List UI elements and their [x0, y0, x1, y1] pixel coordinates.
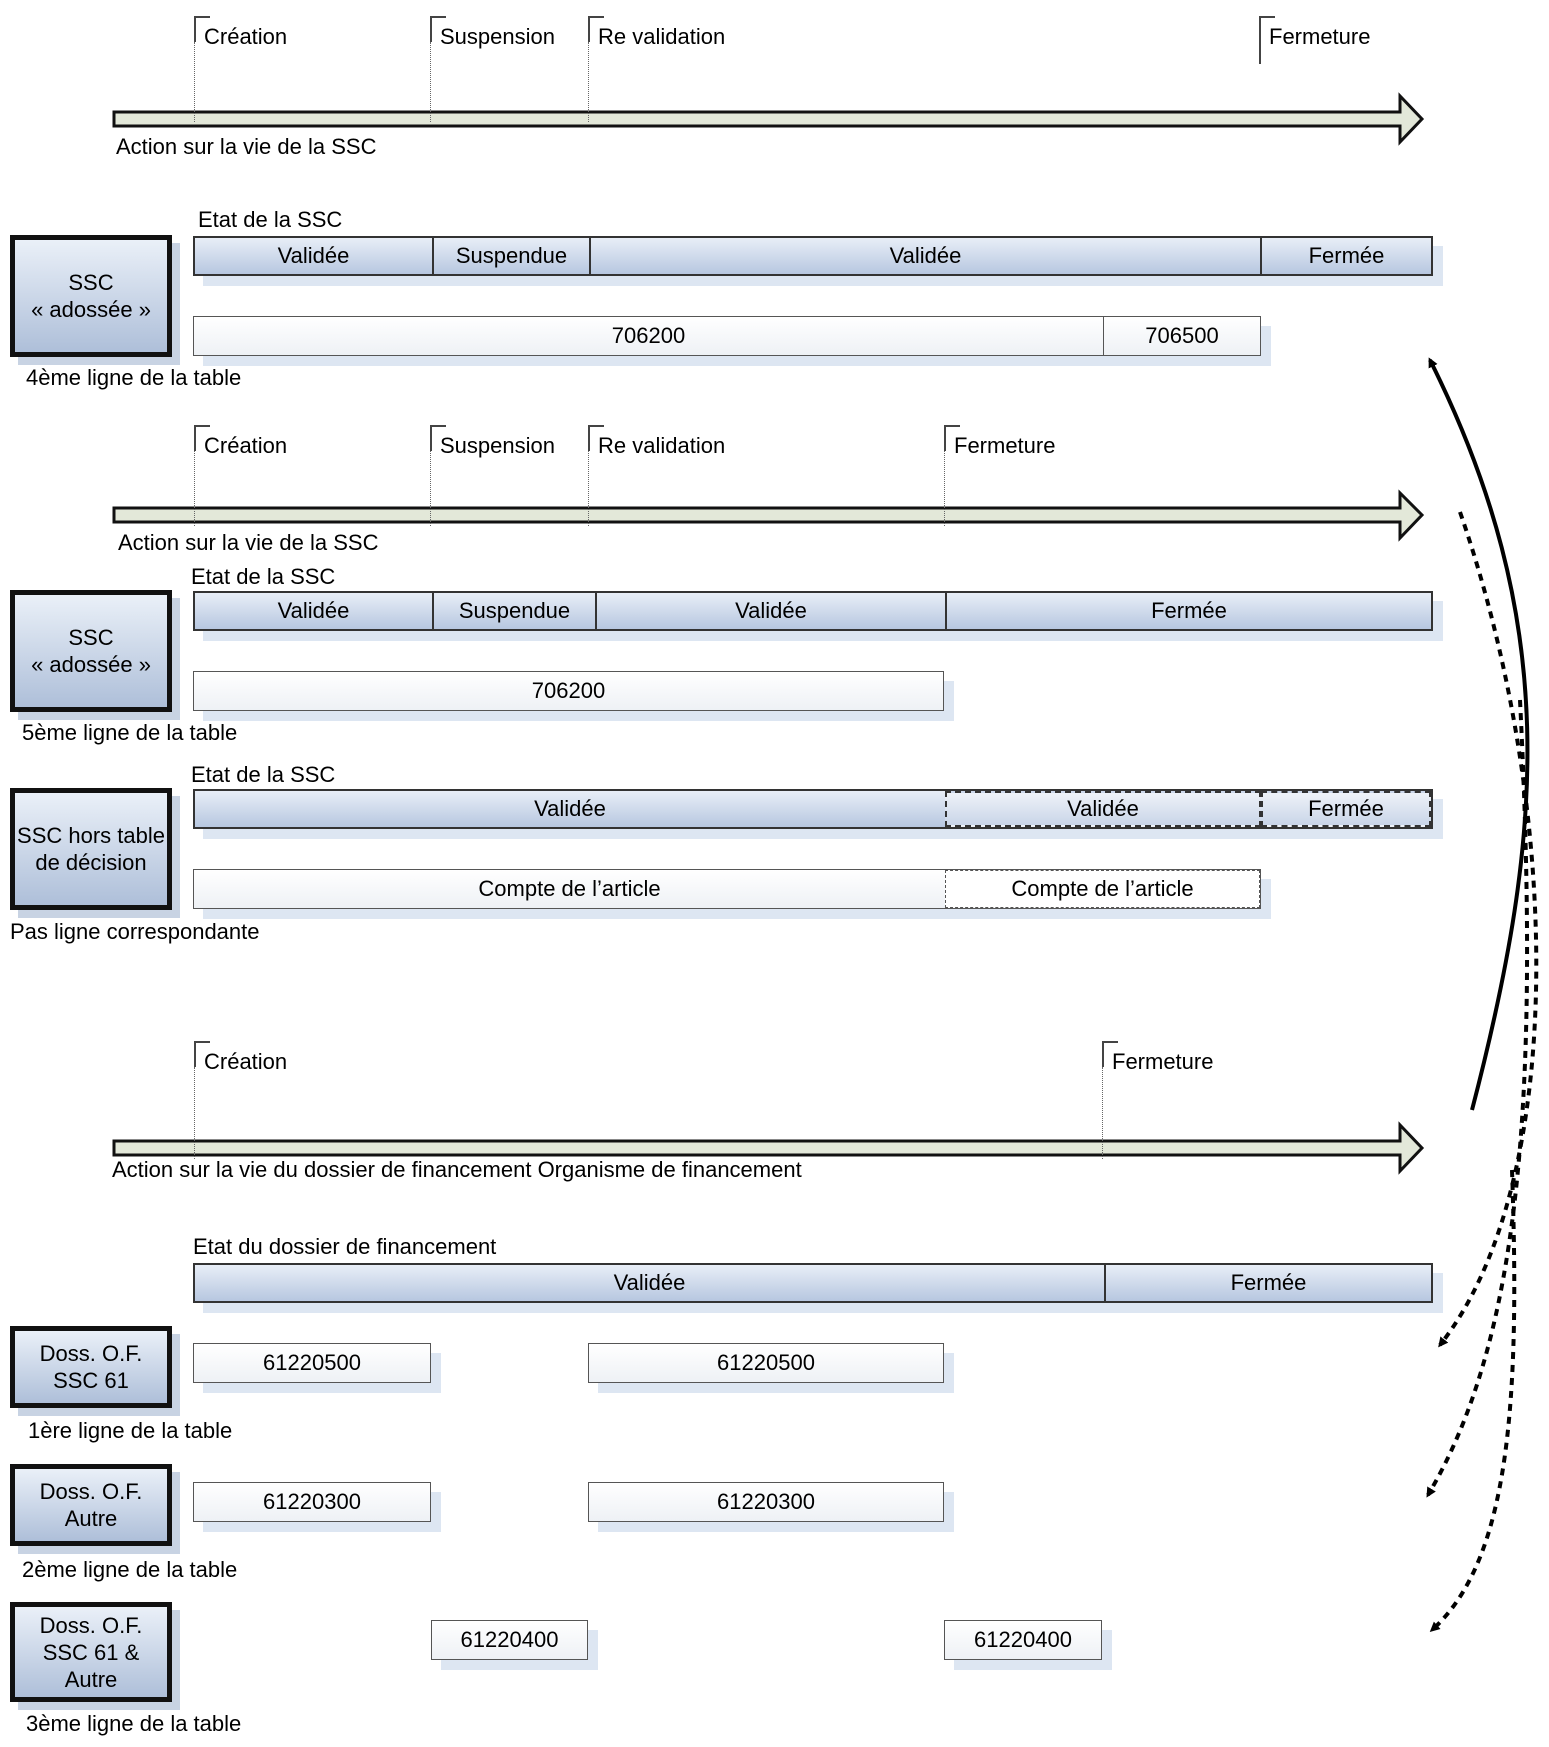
state-segment: Fermée — [945, 593, 1431, 629]
state-segment: Fermée — [1104, 1265, 1431, 1301]
account-segment: 61220400 — [974, 1627, 1072, 1652]
state-segment-projected: Fermée — [1261, 791, 1431, 827]
account-segment: 61220400 — [460, 1627, 559, 1652]
account-segment: 61220300 — [263, 1489, 361, 1514]
state-bar: Validée Suspendue Validée Fermée — [193, 591, 1433, 631]
account-bar: 706200 706500 — [193, 316, 1261, 356]
state-segment-projected: Validée — [945, 791, 1261, 827]
entity-doss-of-ssc61: Doss. O.F.SSC 61 — [10, 1326, 172, 1408]
account-segment: 61220500 — [263, 1350, 361, 1375]
state-segment: Validée — [595, 593, 945, 629]
state-title: Etat de la SSC — [191, 762, 336, 787]
dotted-link-arrow-3 — [1429, 1169, 1517, 1633]
entity-doss-of-ssc61-autre: Doss. O.F.SSC 61 &Autre — [10, 1602, 172, 1702]
state-segment: Validée — [534, 796, 606, 821]
state-segment: Suspendue — [432, 238, 589, 274]
timeline-arrow-3 — [112, 1121, 1425, 1175]
account-bar: 61220300 — [588, 1482, 944, 1522]
entity-doss-of-autre: Doss. O.F.Autre — [10, 1464, 172, 1546]
state-title: Etat de la SSC — [198, 207, 343, 232]
account-segment: 61220500 — [717, 1350, 815, 1375]
timeline-caption: Action sur la vie de la SSC — [118, 530, 379, 555]
state-bar: Validée Suspendue Validée Fermée — [193, 236, 1433, 276]
account-segment: 706500 — [1103, 317, 1260, 355]
account-segment-projected: Compte de l’article — [945, 870, 1260, 908]
account-segment: Compte de l’article — [478, 876, 661, 901]
state-segment: Validée — [277, 243, 350, 268]
dotted-link-arrow-1 — [1438, 511, 1539, 1348]
account-bar: 61220500 — [588, 1343, 944, 1383]
row-note: 1ère ligne de la table — [28, 1418, 233, 1443]
account-bar: 61220400 — [431, 1620, 588, 1660]
account-bar: Compte de l’article Compte de l’article — [193, 869, 1261, 909]
state-segment: Suspendue — [432, 593, 595, 629]
row-note: 2ème ligne de la table — [22, 1557, 238, 1582]
solid-link-arrow — [1428, 357, 1530, 1111]
state-bar: Validée Validée Fermée — [193, 789, 1433, 829]
account-bar: 61220400 — [944, 1620, 1102, 1660]
dotted-link-arrow-2 — [1426, 699, 1530, 1498]
account-segment: 706200 — [531, 678, 606, 703]
state-bar: Validée Fermée — [193, 1263, 1433, 1303]
account-segment: 61220300 — [717, 1489, 815, 1514]
entity-ssc-adossee: SSC« adossée » — [10, 235, 172, 357]
state-segment: Validée — [277, 598, 350, 623]
timeline-arrow-2 — [112, 489, 1425, 542]
timeline-arrow-1 — [112, 92, 1425, 146]
entity-ssc-adossee: SSC« adossée » — [10, 590, 172, 712]
row-note: 3ème ligne de la table — [26, 1711, 242, 1736]
state-title: Etat du dossier de financement — [193, 1234, 497, 1259]
state-segment: Validée — [589, 238, 1260, 274]
row-note: 4ème ligne de la table — [26, 365, 242, 390]
row-note: Pas ligne correspondante — [10, 919, 260, 944]
account-segment: 706200 — [611, 323, 686, 348]
account-bar: 706200 — [193, 671, 944, 711]
account-bar: 61220500 — [193, 1343, 431, 1383]
state-title: Etat de la SSC — [191, 564, 336, 589]
account-bar: 61220300 — [193, 1482, 431, 1522]
state-segment: Fermée — [1260, 238, 1431, 274]
timeline-caption: Action sur la vie de la SSC — [116, 134, 377, 159]
timeline-caption: Action sur la vie du dossier de financem… — [112, 1157, 802, 1182]
state-segment: Validée — [613, 1270, 686, 1295]
row-note: 5ème ligne de la table — [22, 720, 238, 745]
